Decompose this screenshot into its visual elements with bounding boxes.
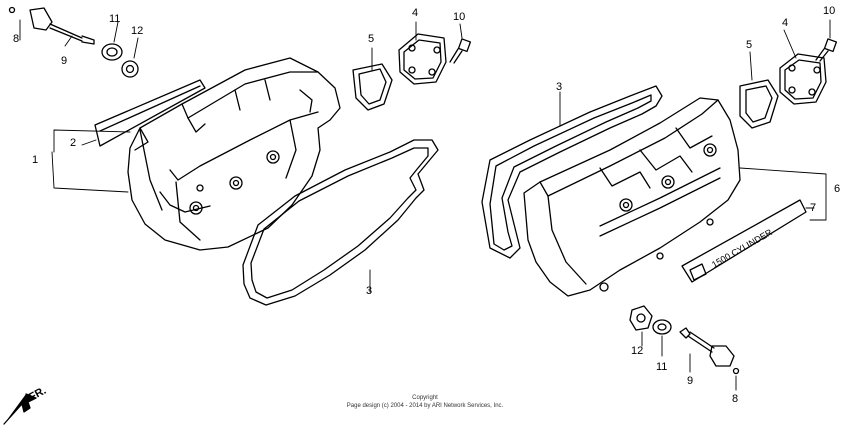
callout-5-left: 5 bbox=[368, 33, 375, 45]
copyright-line: Copyright bbox=[412, 395, 438, 401]
left-nut-12 bbox=[121, 60, 139, 78]
callout-8-left: 8 bbox=[13, 33, 20, 45]
left-bolt bbox=[449, 38, 472, 64]
callout-11-left: 11 bbox=[109, 13, 121, 25]
callout-4-right: 4 bbox=[782, 17, 789, 29]
right-gasket bbox=[481, 85, 663, 259]
right-cover-plate bbox=[779, 53, 827, 105]
callout-3-left: 3 bbox=[366, 285, 373, 297]
left-cap-8 bbox=[8, 6, 16, 14]
callout-7: 7 bbox=[810, 202, 817, 214]
callout-12-right: 12 bbox=[631, 345, 644, 357]
callout-3-right: 3 bbox=[556, 81, 563, 93]
right-valve-cover bbox=[523, 97, 741, 297]
callout-5-right: 5 bbox=[746, 39, 753, 51]
callout-10-left: 10 bbox=[453, 11, 466, 23]
callout-9-left: 9 bbox=[61, 55, 68, 67]
callout-2: 2 bbox=[70, 137, 77, 149]
left-small-gasket bbox=[352, 63, 393, 111]
plate-text: 1500 CYLINDER bbox=[710, 227, 774, 270]
right-emblem-plate: 1500 CYLINDER bbox=[681, 199, 807, 283]
left-side-strip bbox=[94, 79, 206, 147]
right-bolt-head-9 bbox=[709, 345, 735, 367]
left-valve-cover bbox=[127, 57, 341, 251]
callout-9-right: 9 bbox=[687, 375, 694, 387]
right-small-gasket bbox=[739, 79, 779, 129]
page-design-credit: Page design (c) 2004 - 2014 by ARI Netwo… bbox=[346, 403, 504, 409]
callout-8-right: 8 bbox=[732, 393, 739, 405]
right-washer-11 bbox=[652, 319, 672, 335]
left-bolt-head-9 bbox=[29, 7, 53, 31]
callout-12-left: 12 bbox=[131, 25, 144, 37]
right-cap-8 bbox=[732, 367, 740, 375]
callout-6: 6 bbox=[834, 183, 841, 195]
left-gasket bbox=[242, 139, 439, 306]
front-direction-arrow-icon bbox=[3, 393, 37, 425]
right-bolt bbox=[815, 38, 838, 62]
callout-1: 1 bbox=[32, 154, 39, 166]
left-washer-11 bbox=[101, 43, 123, 61]
right-nut-12 bbox=[629, 305, 653, 331]
right-cap-bolt-group bbox=[629, 305, 740, 375]
callout-11-right: 11 bbox=[656, 361, 668, 373]
leader-lines bbox=[19, 19, 831, 391]
callout-10-right: 10 bbox=[823, 5, 836, 17]
left-cap-bolt-group bbox=[8, 6, 139, 78]
callout-4-left: 4 bbox=[412, 7, 419, 19]
left-cover-plate bbox=[398, 33, 447, 85]
